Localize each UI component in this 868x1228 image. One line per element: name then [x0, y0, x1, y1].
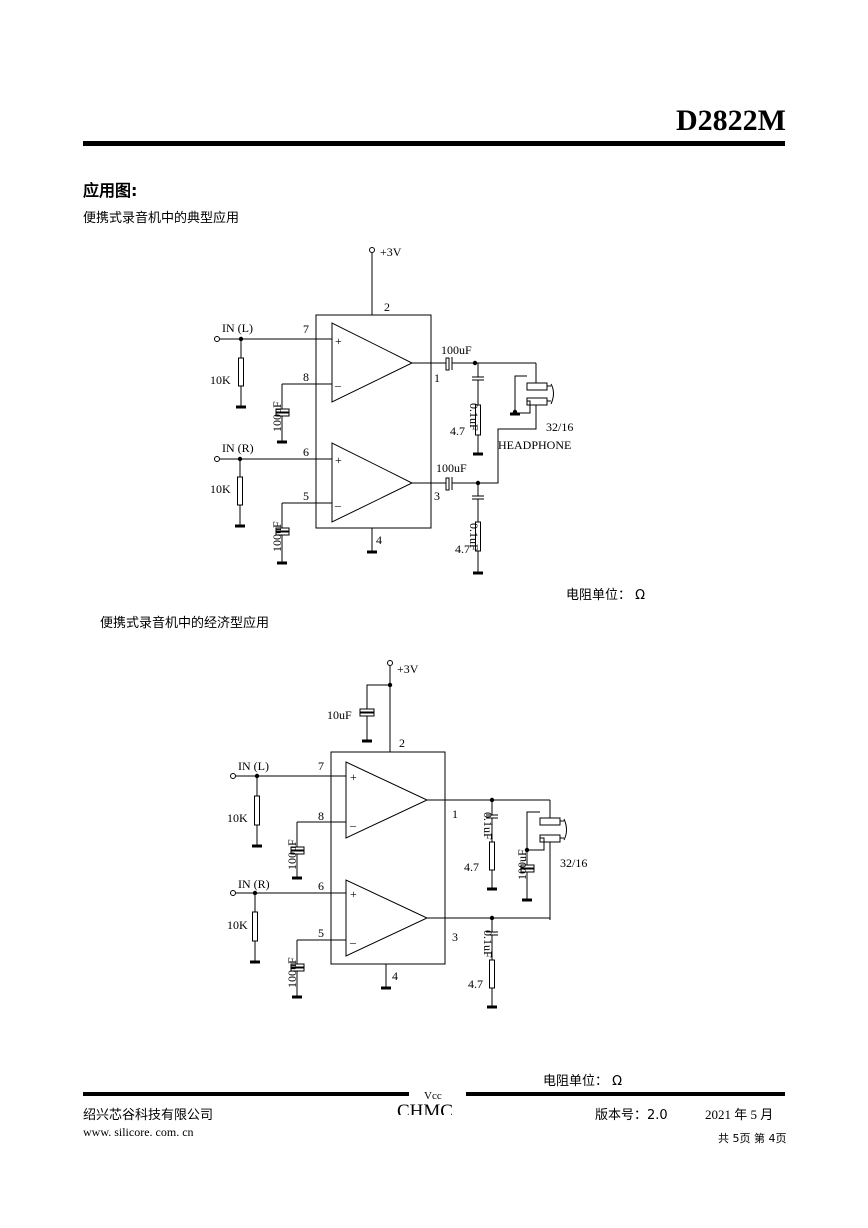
pin-3-label: 3: [434, 489, 440, 503]
capacitor-label: 100uF: [515, 849, 529, 880]
input-right-label: IN (R): [238, 877, 270, 891]
resistor-label: 4.7: [455, 542, 470, 556]
headphone-label: HEADPHONE: [498, 438, 571, 452]
circuit1-caption: 便携式录音机中的典型应用: [83, 211, 240, 226]
svg-text:–: –: [349, 935, 357, 949]
resistor-label: 4.7: [468, 977, 483, 991]
part-number-title: D2822M: [676, 104, 786, 137]
capacitor-label: 0.1uF: [481, 812, 495, 840]
pin-7-label: 7: [303, 322, 309, 336]
logo-overlay-text: Vcc: [424, 1090, 442, 1102]
pin-1-label: 1: [434, 371, 440, 385]
circuit2-caption: 便携式录音机中的经济型应用: [100, 616, 270, 631]
pin-7-label: 7: [318, 759, 324, 773]
input-left-label: IN (L): [238, 759, 269, 773]
capacitor-label: 100uF: [285, 839, 299, 870]
svg-text:+: +: [350, 770, 357, 784]
svg-text:+: +: [335, 334, 342, 348]
pin-6-label: 6: [303, 445, 309, 459]
resistor-label: 4.7: [450, 424, 465, 438]
input-right-label: IN (R): [222, 441, 254, 455]
pin-2-label: 2: [384, 300, 390, 314]
capacitor-label: 100uF: [285, 957, 299, 988]
supply-label: +3V: [397, 662, 419, 676]
capacitor-label: 10uF: [327, 708, 352, 722]
supply-label: +3V: [380, 245, 402, 259]
header-rule: [83, 141, 785, 146]
svg-text:+: +: [350, 887, 357, 901]
page-indicator: 共 5页 第 4页: [718, 1132, 787, 1145]
svg-text:+: +: [335, 453, 342, 467]
capacitor-label: 100uF: [270, 401, 284, 432]
company-logo: CHMC: [397, 1101, 453, 1115]
svg-text:–: –: [349, 818, 357, 832]
resistor-label: 10K: [227, 811, 248, 825]
load-label: 32/16: [560, 856, 587, 870]
pin-1-label: 1: [452, 807, 458, 821]
capacitor-label: 100uF: [441, 343, 472, 357]
capacitor-label: 0.1uF: [481, 930, 495, 958]
resistor-label: 10K: [227, 918, 248, 932]
pin-4-label: 4: [392, 969, 398, 983]
capacitor-label: 100uF: [436, 461, 467, 475]
section-heading: 应用图:: [83, 181, 138, 200]
website-link[interactable]: www. silicore. com. cn: [83, 1125, 194, 1139]
capacitor-label: 100uF: [270, 521, 284, 552]
resistor-label: 10K: [210, 373, 231, 387]
pin-3-label: 3: [452, 930, 458, 944]
company-name: 绍兴芯谷科技有限公司: [83, 1108, 214, 1123]
resistor-label: 4.7: [464, 860, 479, 874]
circuit1-unit-note: 电阻单位： Ω: [566, 588, 646, 603]
footer-rule-left: [83, 1092, 409, 1096]
svg-text:–: –: [334, 378, 342, 392]
pin-8-label: 8: [318, 809, 324, 823]
capacitor-label: 0.1uF: [467, 403, 481, 431]
circuit2-unit-note: 电阻单位： Ω: [543, 1074, 623, 1089]
svg-text:–: –: [334, 498, 342, 512]
pin-4-label: 4: [376, 533, 382, 547]
footer-rule-right: [466, 1092, 785, 1096]
date-label: 2021 年 5 月: [705, 1107, 774, 1122]
version-label: 版本号：2.0: [595, 1108, 668, 1123]
pin-5-label: 5: [303, 489, 309, 503]
resistor-label: 10K: [210, 482, 231, 496]
capacitor-label: 0.1uF: [467, 523, 481, 551]
pin-6-label: 6: [318, 879, 324, 893]
pin-5-label: 5: [318, 926, 324, 940]
input-left-label: IN (L): [222, 321, 253, 335]
pin-2-label: 2: [399, 736, 405, 750]
load-label: 32/16: [546, 420, 573, 434]
pin-8-label: 8: [303, 370, 309, 384]
